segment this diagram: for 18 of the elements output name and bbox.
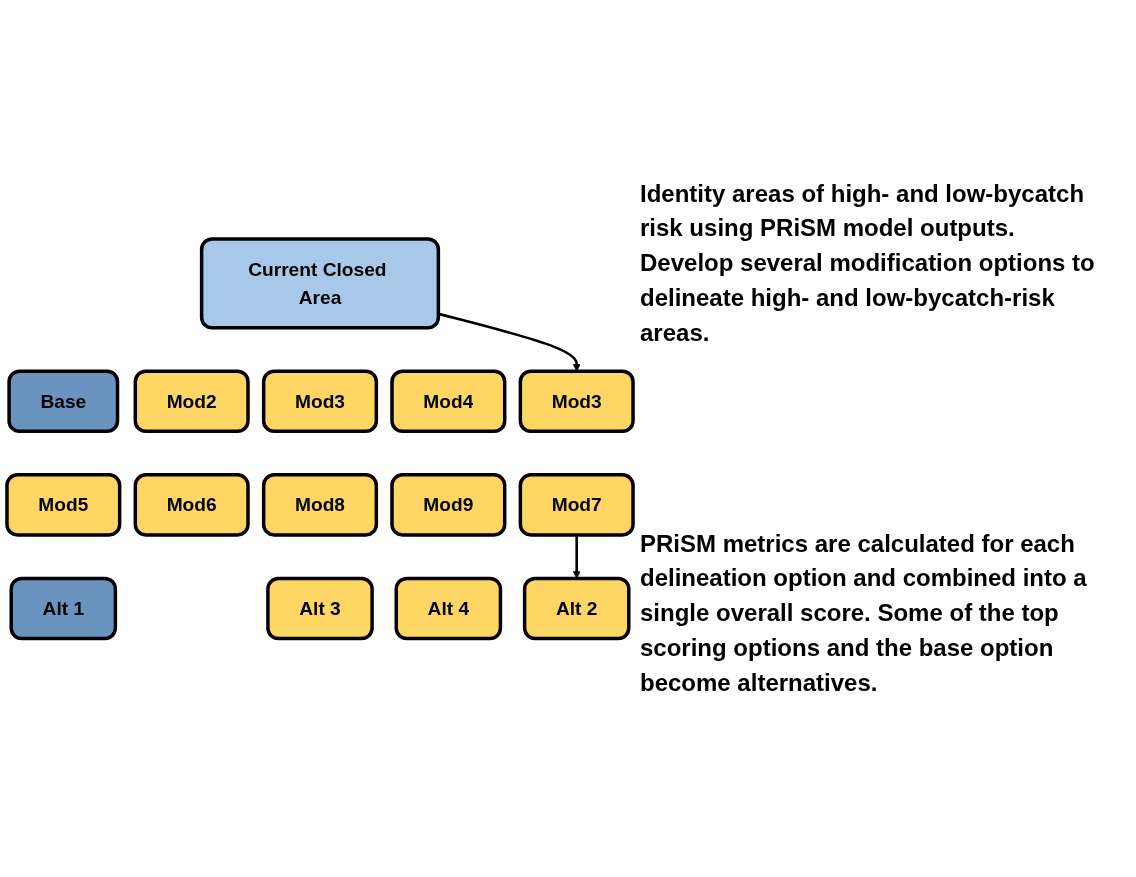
note-text: Identity areas of high- and low-bycatch risk using PRiSM model outputs. Develop several modification options to delineate high- and low-bycatch-risk areas.	[640, 178, 1096, 348]
node-box: Mod3	[261, 369, 379, 433]
node-box: Base	[7, 369, 120, 433]
node-box: Mod5	[5, 472, 122, 537]
node-box: Mod3	[518, 369, 635, 433]
node-box: Alt 3	[266, 576, 374, 640]
arrow	[572, 534, 581, 579]
node-box: Mod7	[518, 472, 635, 537]
node-box: Mod4	[390, 369, 507, 433]
node-box: Mod2	[133, 369, 250, 433]
node-box: Mod6	[133, 472, 250, 537]
node-box: Alt 2	[522, 576, 631, 640]
node-box: Mod8	[261, 472, 379, 537]
node-box: Alt 4	[394, 576, 503, 640]
node-box: Alt 1	[9, 576, 118, 640]
node-box: Mod9	[390, 472, 507, 537]
node-box: Current Closed Area	[199, 237, 441, 330]
note-text: PRiSM metrics are calculated for each delineation option and combined into a single overall score. Some of the top scoring options and the base option become alternatives.	[640, 528, 1088, 698]
